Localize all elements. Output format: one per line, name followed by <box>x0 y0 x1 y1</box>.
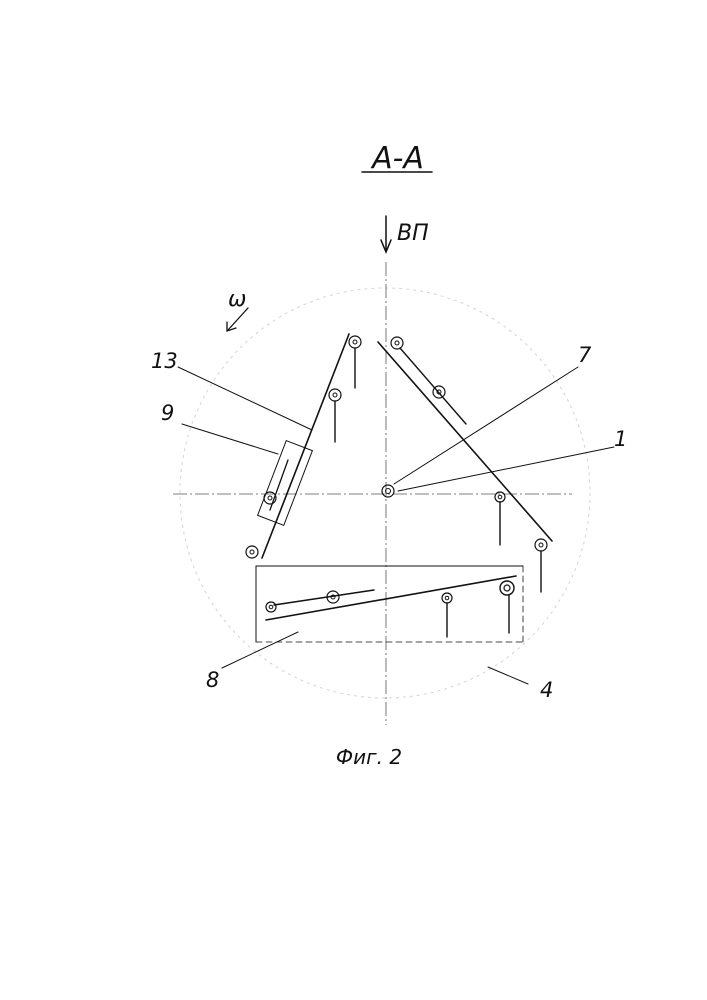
right-blade <box>378 342 552 541</box>
figure-caption: Фиг. 2 <box>336 745 402 769</box>
leader-line-8 <box>222 632 298 668</box>
flow-label: ВП <box>397 221 429 246</box>
callout-7: 7 <box>578 343 592 367</box>
section-title: А-А <box>370 141 424 176</box>
bracket-frame <box>258 441 313 526</box>
callout-4: 4 <box>540 678 553 702</box>
callout-1: 1 <box>614 427 627 451</box>
leader-line-1 <box>398 447 614 491</box>
hinge-pin <box>329 389 341 442</box>
callout-9: 9 <box>161 401 174 425</box>
leader-line-9 <box>182 424 278 454</box>
hinge-pin <box>391 337 403 349</box>
leader-line-13 <box>178 367 312 430</box>
hinge-pin <box>535 539 547 592</box>
hinge-pin <box>442 593 452 637</box>
flow-arrow-icon <box>381 216 391 252</box>
callout-8: 8 <box>206 668 219 692</box>
hinge-pin <box>349 336 361 388</box>
rotation-label: ω <box>228 287 246 312</box>
callout-13: 13 <box>151 349 178 373</box>
leader-line-4 <box>488 667 528 684</box>
bottom-blade <box>266 576 516 620</box>
central-shaft <box>382 485 394 497</box>
bottom-frame <box>256 566 523 642</box>
hinge-pin <box>246 546 258 558</box>
left-blade <box>262 334 349 558</box>
hinge-pin <box>495 492 505 545</box>
hinge-pin <box>266 602 276 612</box>
hinge-pin <box>500 581 514 633</box>
